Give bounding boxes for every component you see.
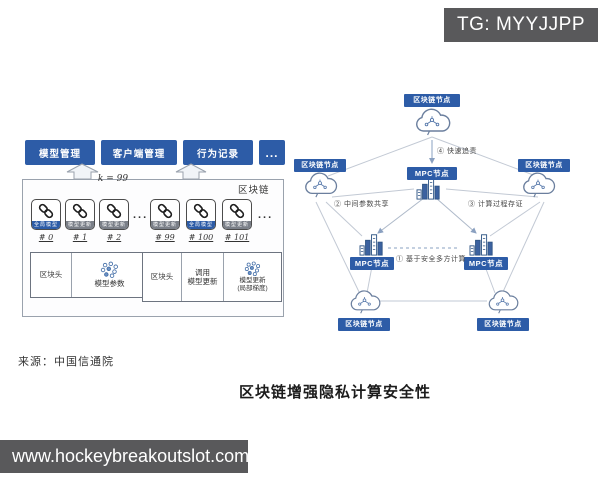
blockchain-node-label-right: 区块链节点 xyxy=(518,159,570,172)
call-update-cell: 调用 模型更新 xyxy=(181,253,223,301)
annotation-param-sharing: ② 中间参数共享 xyxy=(334,201,389,208)
site-watermark-badge: www.hockeybreakoutslot.com xyxy=(0,440,249,473)
block-number: # 101 xyxy=(224,233,250,242)
model-update-cell: 模型更新 (局部梯度) xyxy=(223,253,281,301)
blockchain-node-cloud-icon xyxy=(416,108,451,136)
mpc-node-city-icon xyxy=(359,234,383,256)
blocks-ellipsis: ... xyxy=(133,209,149,221)
blockchain-node-cloud-icon xyxy=(350,290,381,314)
up-arrow-icon xyxy=(66,163,99,180)
block-number: # 1 xyxy=(72,233,88,242)
share-arrow xyxy=(435,197,477,234)
blockchain-node-label-top: 区块链节点 xyxy=(404,94,460,107)
block-101: 模型更新 # 101 xyxy=(222,199,252,242)
more-modules-button: ... xyxy=(259,140,285,165)
model-params-icon xyxy=(98,261,122,279)
model-management-button: 模型管理 xyxy=(25,140,95,165)
chain-link-icon xyxy=(156,200,174,221)
block-tag: 全局模型 xyxy=(187,221,215,229)
block-2: 模型更新 # 2 xyxy=(99,199,129,242)
blockchain-node-cloud-icon xyxy=(488,290,519,314)
block-number: # 0 xyxy=(38,233,54,242)
call-line: 调用 xyxy=(195,267,210,277)
model-params-label: 模型参数 xyxy=(94,279,125,289)
behavior-record-button: 行为记录 xyxy=(183,140,253,165)
block-tag: 全局模型 xyxy=(32,221,60,229)
block-number: # 100 xyxy=(188,233,214,242)
mpc-node-city-icon xyxy=(416,178,440,200)
share-arrow xyxy=(377,197,425,234)
block-100: 全局模型 # 100 xyxy=(186,199,216,242)
chain-link-icon xyxy=(228,200,246,221)
block-tag: 模型更新 xyxy=(223,221,251,229)
update-line: (局部梯度) xyxy=(237,285,268,292)
network-edges xyxy=(315,136,545,302)
chain-link-icon xyxy=(71,200,89,221)
block-number: # 99 xyxy=(155,233,175,242)
mpc-network-diagram xyxy=(305,108,556,314)
global-block-detail-box: 区块头 模型参数 xyxy=(30,252,148,298)
mpc-node-city-icon xyxy=(469,234,493,256)
blockchain-box-label: 区块链 xyxy=(238,185,270,196)
mpc-node-label-lower-left: MPC节点 xyxy=(350,257,394,270)
block-0: 全局模型 # 0 xyxy=(31,199,61,242)
block-tag: 模型更新 xyxy=(66,221,94,229)
block-tag: 模型更新 xyxy=(151,221,179,229)
up-arrow-icon xyxy=(175,163,207,180)
model-params-cell: 模型参数 xyxy=(71,253,147,297)
call-line: 模型更新 xyxy=(187,277,218,286)
chain-link-icon xyxy=(192,200,210,221)
blockchain-node-label-bottom-left: 区块链节点 xyxy=(338,318,390,331)
block-1: 模型更新 # 1 xyxy=(65,199,95,242)
block-header-cell: 区块头 xyxy=(150,272,174,282)
update-block-detail-box: 区块头 调用 模型更新 模型更新 (局部梯度) xyxy=(142,252,282,302)
blockchain-node-cloud-icon xyxy=(523,172,556,198)
k-value-label: k = 99 xyxy=(97,174,129,184)
block-tag: 模型更新 xyxy=(100,221,128,229)
blocks-ellipsis: ... xyxy=(258,209,274,221)
annotation-fast-accountability: ④ 快速追责 xyxy=(437,148,477,155)
block-number: # 2 xyxy=(106,233,122,242)
blockchain-node-label-left: 区块链节点 xyxy=(294,159,346,172)
figure-source: 来源：中国信通院 xyxy=(18,356,114,368)
block-header-cell: 区块头 xyxy=(39,270,63,280)
annotation-process-attestation: ③ 计算过程存证 xyxy=(468,201,523,208)
blockchain-node-label-bottom-right: 区块链节点 xyxy=(477,318,529,331)
figure-caption: 区块链增强隐私计算安全性 xyxy=(238,384,431,401)
blockchain-node-cloud-icon xyxy=(305,172,338,198)
telegram-watermark-badge: TG: MYYJJPP xyxy=(444,8,598,42)
chain-link-icon xyxy=(37,200,55,221)
update-line: 模型更新 xyxy=(239,276,266,284)
client-management-button: 客户端管理 xyxy=(101,140,177,165)
chain-link-icon xyxy=(105,200,123,221)
annotation-secure-mpc: ① 基于安全多方计算 xyxy=(396,256,466,263)
mpc-node-label-lower-right: MPC节点 xyxy=(464,257,508,270)
block-99: 模型更新 # 99 xyxy=(150,199,180,242)
model-update-icon xyxy=(242,261,264,277)
mpc-node-label-center: MPC节点 xyxy=(407,167,457,180)
